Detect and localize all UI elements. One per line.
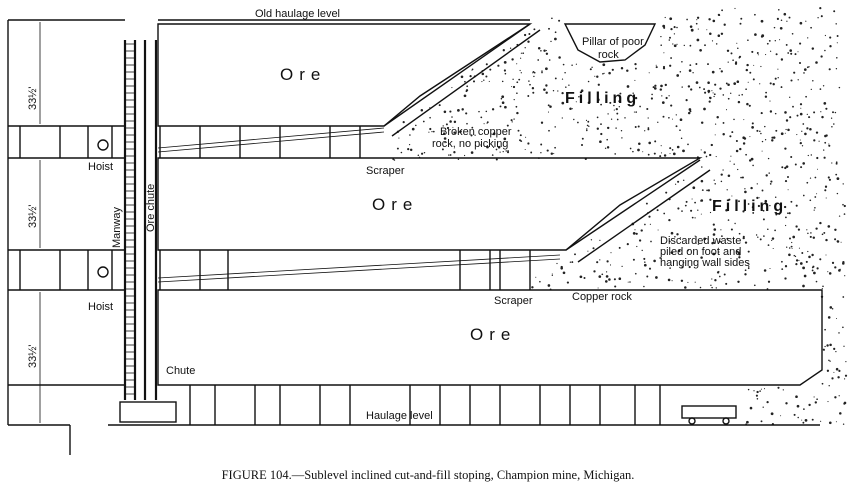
haulage-timbering <box>189 385 661 425</box>
dimension-label-1: 33½' <box>27 86 39 110</box>
dimension-label-2: 33½' <box>27 204 39 228</box>
chute-label: Chute <box>166 365 195 377</box>
broken-copper-label-1: Broken copper <box>440 126 512 138</box>
dimension-label-3: 33½' <box>27 344 39 368</box>
inclined-timbers-middle <box>565 159 711 263</box>
inclined-timbers-top <box>383 23 541 137</box>
figure-caption: FIGURE 104.—Sublevel inclined cut-and-fi… <box>221 468 635 482</box>
filling-area <box>392 7 848 426</box>
ore-label-middle: Ore <box>372 195 418 214</box>
pillar-of-poor-rock <box>563 23 657 63</box>
dimension-lines <box>32 19 48 426</box>
filling-label-top: Filling <box>565 90 640 107</box>
discarded-waste-label-2: piled on foot and <box>660 246 741 258</box>
manway-label: Manway <box>111 207 123 248</box>
scraper-label-mid: Scraper <box>494 295 533 307</box>
pillar-label-1: Pillar of poor <box>582 36 644 48</box>
ore-chute-shaft <box>143 40 158 400</box>
level-lines <box>7 19 820 455</box>
ore-label-bottom: Ore <box>470 325 516 344</box>
manway-shaft <box>123 40 137 400</box>
discarded-waste-label-3: hanging wall sides <box>660 257 750 269</box>
discarded-waste-label-1: Discarded waste <box>660 235 741 247</box>
old-haulage-label: Old haulage level <box>255 8 340 20</box>
hoist-label-top: Hoist <box>88 161 113 173</box>
filling-label-mid: Filling <box>712 198 787 215</box>
drift-timbering-1 <box>19 126 361 158</box>
haulage-level-label: Haulage level <box>366 410 433 422</box>
ore-chute-label: Ore chute <box>145 184 157 232</box>
ore-block-bottom <box>157 289 823 386</box>
ore-car-icon <box>681 405 737 425</box>
drift-timbering-2 <box>19 250 531 290</box>
pillar-label-2: rock <box>598 49 619 61</box>
chute-base <box>119 401 177 423</box>
copper-rock-label: Copper rock <box>572 291 632 303</box>
hoist-label-bottom: Hoist <box>88 301 113 313</box>
ore-block-top <box>157 23 533 127</box>
ore-block-middle <box>157 157 703 251</box>
ore-label-top: Ore <box>280 65 326 84</box>
hoist-icon <box>97 139 109 278</box>
scraper-cables <box>157 127 561 283</box>
broken-copper-label-2: rock, no picking <box>432 138 508 150</box>
scraper-label-top: Scraper <box>366 165 405 177</box>
